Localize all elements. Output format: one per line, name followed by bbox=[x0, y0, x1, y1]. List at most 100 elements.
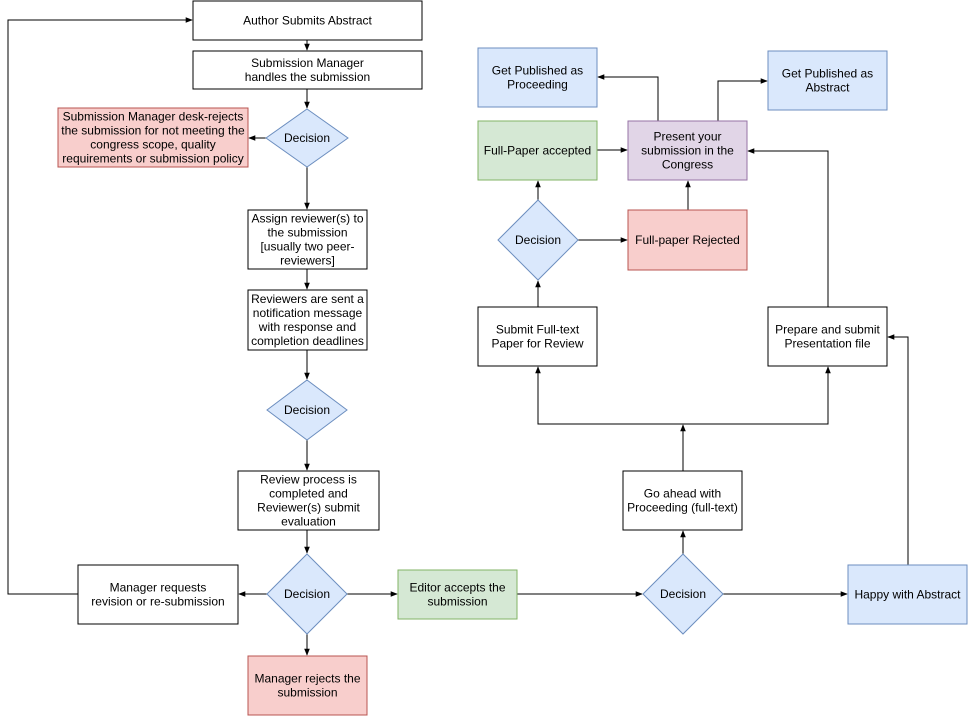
desk-reject-label-line: the submission for not meeting the bbox=[61, 124, 245, 138]
editor-accepts-label-line: Editor accepts the bbox=[409, 581, 505, 595]
present-congress-label-line: Congress bbox=[662, 158, 713, 172]
edge-split-to-submit bbox=[535, 366, 683, 425]
published-abstract-label-line: Get Published as bbox=[782, 67, 873, 81]
fullpaper-accepted-label-line: Full-Paper accepted bbox=[484, 144, 591, 158]
decision-5-label-line: Decision bbox=[515, 233, 561, 247]
go-ahead-proceeding-label-line: Go ahead with bbox=[644, 487, 721, 501]
manager-rejects-label-line: Manager rejects the bbox=[254, 672, 360, 686]
edge-prepare-to-present bbox=[747, 148, 829, 307]
assign-reviewers-label-line: [usually two peer- bbox=[260, 240, 354, 254]
editor-accepts-box-shape bbox=[397, 569, 518, 620]
decision-2-diamond-shape bbox=[266, 379, 348, 441]
node-author-submits: Author Submits Abstract bbox=[192, 0, 423, 41]
reviewers-notified-label-line: with response and bbox=[258, 320, 356, 334]
review-completed-box-shape bbox=[237, 470, 380, 531]
reviewers-notified-label-line: Reviewers are sent a bbox=[251, 292, 364, 306]
decision-2-label-line: Decision bbox=[284, 403, 330, 417]
submit-fulltext-label-line: Submit Full-text bbox=[496, 323, 580, 337]
editor-accepts-label-line: submission bbox=[427, 595, 487, 609]
manager-requests-revision-label-line: revision or re-submission bbox=[91, 595, 224, 609]
decision-4-label-line: Decision bbox=[660, 587, 706, 601]
decision-4-diamond-shape bbox=[642, 553, 724, 635]
review-completed-label-line: evaluation bbox=[281, 515, 336, 529]
happy-abstract-label-line: Happy with Abstract bbox=[854, 588, 961, 602]
fullpaper-rejected-box-shape bbox=[627, 209, 748, 271]
node-fullpaper-accepted: Full-Paper accepted bbox=[477, 120, 598, 181]
author-submits-label-line: Author Submits Abstract bbox=[243, 14, 372, 28]
node-fullpaper-rejected: Full-paper Rejected bbox=[627, 209, 748, 271]
manager-handles-label-line: Submission Manager bbox=[251, 56, 364, 70]
prepare-presentation-box-shape bbox=[767, 306, 888, 367]
present-congress-label-line: Present your bbox=[653, 130, 721, 144]
present-congress-box-shape bbox=[627, 120, 748, 181]
manager-handles-label-line: handles the submission bbox=[245, 70, 370, 84]
happy-abstract-box-shape bbox=[847, 564, 968, 625]
review-completed-label-line: Reviewer(s) submit bbox=[257, 501, 360, 515]
assign-reviewers-label-line: the submission bbox=[267, 226, 347, 240]
manager-rejects-box-shape bbox=[247, 655, 368, 716]
review-completed-label-line: Review process is bbox=[260, 473, 357, 487]
author-submits-box-shape bbox=[192, 0, 423, 41]
desk-reject-label-line: requirements or submission policy bbox=[62, 152, 243, 166]
review-completed-label-line: completed and bbox=[269, 487, 348, 501]
submit-fulltext-label-line: Paper for Review bbox=[491, 337, 583, 351]
node-decision-3: Decision bbox=[266, 553, 348, 635]
desk-reject-label-line: Submission Manager desk-rejects bbox=[63, 110, 244, 124]
reviewers-notified-label-line: completion deadlines bbox=[251, 334, 364, 348]
node-happy-abstract: Happy with Abstract bbox=[847, 564, 968, 625]
go-ahead-proceeding-box-shape bbox=[622, 470, 743, 531]
published-proceeding-label-line: Proceeding bbox=[507, 78, 568, 92]
assign-reviewers-label-line: reviewers] bbox=[280, 254, 335, 268]
assign-reviewers-box-shape bbox=[247, 209, 368, 270]
prepare-presentation-label-line: Prepare and submit bbox=[775, 323, 880, 337]
submit-fulltext-box-shape bbox=[477, 306, 598, 367]
manager-rejects-label-line: submission bbox=[277, 686, 337, 700]
decision-3-diamond-shape bbox=[266, 553, 348, 635]
published-proceeding-box-shape bbox=[477, 47, 598, 108]
desk-reject-box-shape bbox=[57, 107, 249, 168]
manager-requests-revision-box-shape bbox=[77, 564, 239, 625]
reviewers-notified-box-shape bbox=[247, 289, 368, 351]
manager-handles-box-shape bbox=[192, 50, 423, 90]
node-decision-2: Decision bbox=[266, 379, 348, 441]
prepare-presentation-label-line: Presentation file bbox=[784, 337, 870, 351]
published-abstract-box-shape bbox=[767, 50, 888, 111]
decision-3-label-line: Decision bbox=[284, 587, 330, 601]
decision-5-diamond-shape bbox=[497, 199, 579, 281]
fullpaper-accepted-box-shape bbox=[477, 120, 598, 181]
edge-revision-to-author bbox=[7, 17, 193, 595]
edge-present-to-abstract bbox=[717, 78, 768, 121]
present-congress-label-line: submission in the bbox=[641, 144, 734, 158]
desk-reject-label-line: congress scope, quality bbox=[90, 138, 215, 152]
node-decision-5: Decision bbox=[497, 199, 579, 281]
decision-1-diamond-shape bbox=[265, 108, 349, 168]
node-decision-4: Decision bbox=[642, 553, 724, 635]
assign-reviewers-label-line: Assign reviewer(s) to bbox=[251, 212, 363, 226]
manager-requests-revision-label-line: Manager requests bbox=[110, 581, 207, 595]
edge-present-to-proceeding bbox=[597, 74, 659, 121]
fullpaper-rejected-label-line: Full-paper Rejected bbox=[635, 233, 740, 247]
decision-1-label-line: Decision bbox=[284, 131, 330, 145]
published-proceeding-label-line: Get Published as bbox=[492, 64, 583, 78]
connector-layer bbox=[7, 17, 909, 656]
go-ahead-proceeding-label-line: Proceeding (full-text) bbox=[627, 501, 738, 515]
edge-split-to-prepare bbox=[683, 366, 831, 425]
node-decision-1: Decision bbox=[265, 108, 349, 168]
